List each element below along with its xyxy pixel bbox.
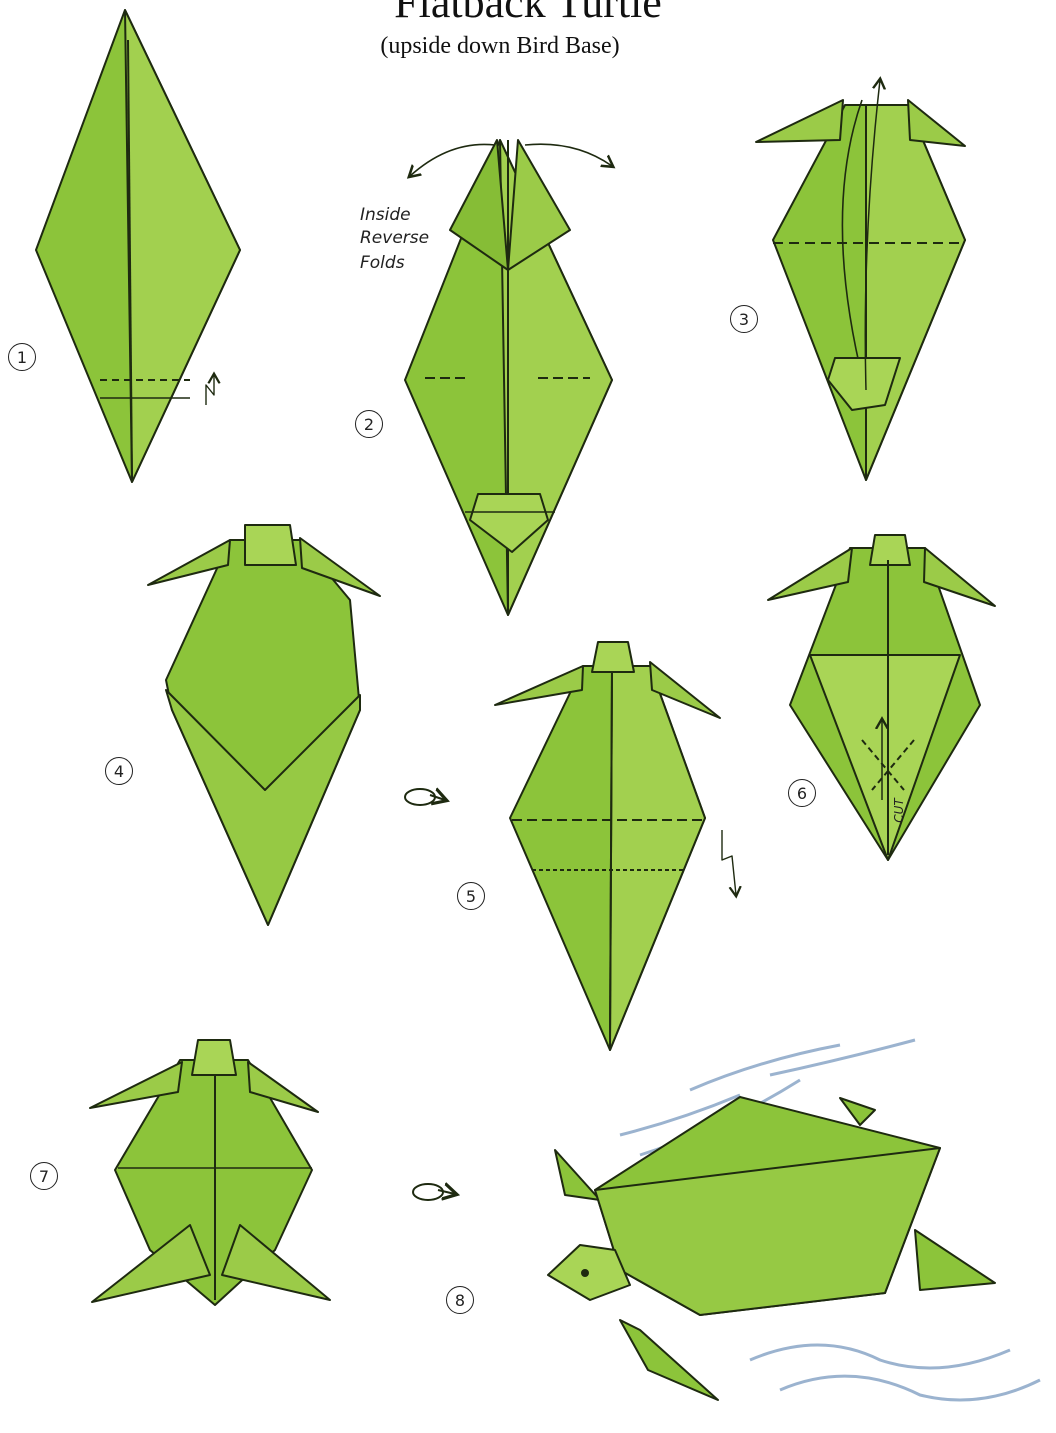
step-number-5: 5	[457, 882, 485, 910]
step-number-1: 1	[8, 343, 36, 371]
step-number-7: 7	[30, 1162, 58, 1190]
turn-over-symbol-2	[413, 1184, 455, 1200]
step-number-3: 3	[730, 305, 758, 333]
step-number-8: 8	[446, 1286, 474, 1314]
step-8-figure	[548, 1040, 1040, 1400]
step-1-figure	[36, 10, 240, 482]
step-2-figure	[405, 140, 612, 615]
step-6-figure	[768, 535, 995, 860]
annotation-inside-reverse-line3: Folds	[360, 253, 405, 274]
step-3-figure	[756, 80, 965, 480]
step-number-6: 6	[788, 779, 816, 807]
step-number-2: 2	[355, 410, 383, 438]
step-number-4: 4	[105, 757, 133, 785]
annotation-cut: CUT	[889, 798, 910, 823]
step-4-figure	[148, 525, 380, 925]
step-5-figure	[495, 642, 736, 1050]
step-7-figure	[90, 1040, 330, 1305]
annotation-inside-reverse-line1: Inside	[360, 205, 411, 226]
turn-over-symbol-1	[405, 789, 445, 805]
annotation-inside-reverse-line2: Reverse	[360, 228, 429, 249]
